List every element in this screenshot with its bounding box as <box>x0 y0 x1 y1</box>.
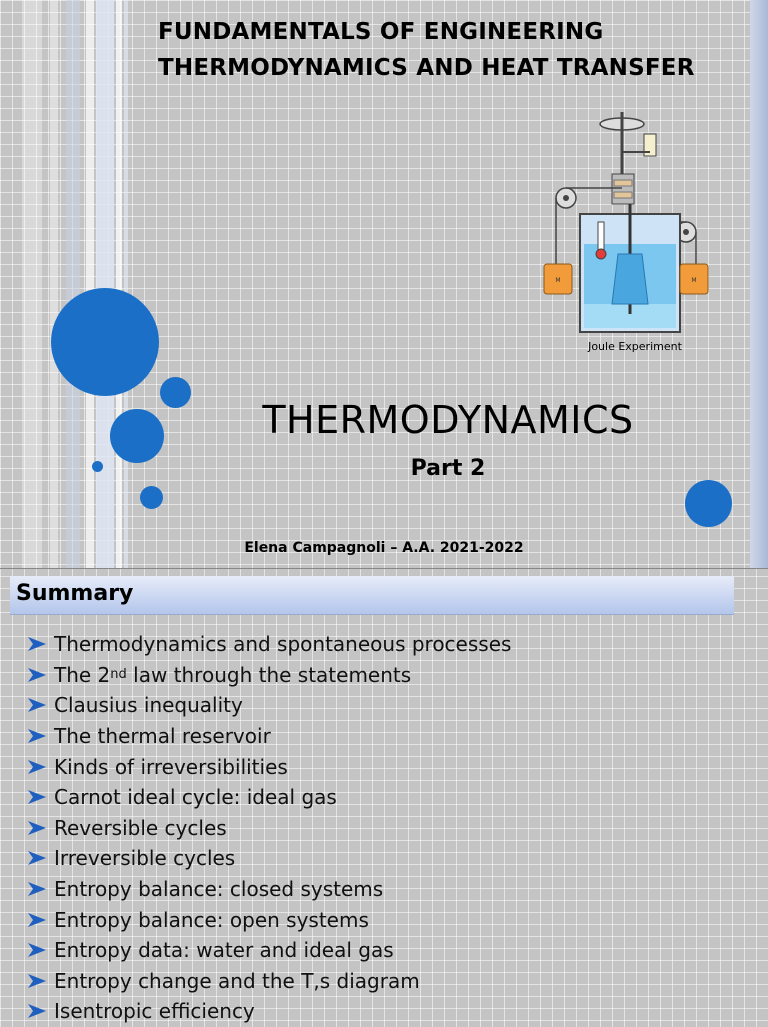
list-item: The thermal reservoir <box>26 721 511 752</box>
arrow-bullet-icon <box>28 759 46 774</box>
arrow-bullet-icon <box>28 637 46 652</box>
medium-circle-decoration <box>110 409 164 463</box>
summary-slide: Summary Thermodynamics and spontaneous p… <box>0 568 768 1025</box>
arrow-bullet-icon <box>28 698 46 713</box>
list-item: Reversible cycles <box>26 813 511 844</box>
arrow-bullet-icon <box>28 851 46 866</box>
author-line: Elena Campagnoli – A.A. 2021-2022 <box>244 540 524 556</box>
subtitle: Part 2 <box>410 456 486 481</box>
course-title: FUNDAMENTALS OF ENGINEERING THERMODYNAMI… <box>158 19 695 81</box>
main-title: THERMODYNAMICS <box>262 398 634 442</box>
list-item: Entropy balance: closed systems <box>26 874 511 905</box>
arrow-bullet-icon <box>28 943 46 958</box>
summary-list: Thermodynamics and spontaneous processes… <box>26 629 511 1027</box>
small-circle-decoration <box>160 377 191 408</box>
summary-heading: Summary <box>16 581 134 606</box>
large-circle-decoration <box>51 288 159 396</box>
tiny-circle-decoration <box>92 461 103 472</box>
arrow-bullet-icon <box>28 820 46 835</box>
decorative-stripes <box>0 0 150 568</box>
arrow-bullet-icon <box>28 729 46 744</box>
svg-text:M: M <box>691 277 696 284</box>
list-item: Clausius inequality <box>26 690 511 721</box>
arrow-bullet-icon <box>28 973 46 988</box>
list-item: Isentropic efficiency <box>26 996 511 1027</box>
small-circle-decoration-2 <box>140 486 163 509</box>
arrow-bullet-icon <box>28 790 46 805</box>
svg-text:M: M <box>555 277 560 284</box>
list-item: Carnot ideal cycle: ideal gas <box>26 782 511 813</box>
arrow-bullet-icon <box>28 912 46 927</box>
joule-apparatus-icon: M M <box>543 112 709 333</box>
title-slide: FUNDAMENTALS OF ENGINEERING THERMODYNAMI… <box>0 0 768 568</box>
right-circle-decoration <box>685 480 732 527</box>
list-item: Thermodynamics and spontaneous processes <box>26 629 511 660</box>
list-item: Irreversible cycles <box>26 843 511 874</box>
arrow-bullet-icon <box>28 1004 46 1019</box>
list-item: Kinds of irreversibilities <box>26 751 511 782</box>
summary-heading-bar: Summary <box>10 576 734 615</box>
arrow-bullet-icon <box>28 882 46 897</box>
right-edge-band <box>750 0 768 568</box>
arrow-bullet-icon <box>28 667 46 682</box>
list-item: Entropy balance: open systems <box>26 904 511 935</box>
list-item: Entropy data: water and ideal gas <box>26 935 511 966</box>
image-caption: Joule Experiment <box>588 340 682 353</box>
list-item: Entropy change and the T,s diagram <box>26 966 511 997</box>
